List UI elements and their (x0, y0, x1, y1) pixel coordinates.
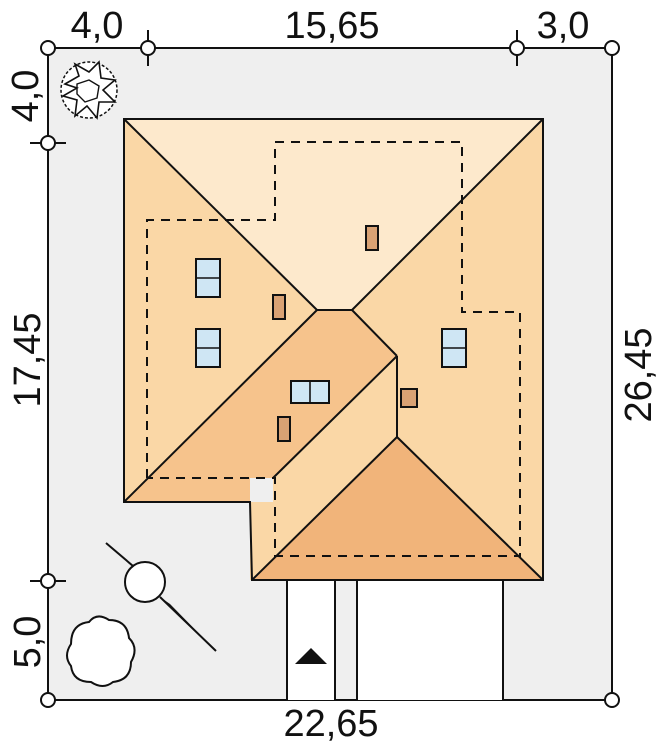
chimney (400, 388, 418, 408)
roof-face-wing-left (124, 310, 397, 502)
chimney (272, 294, 286, 320)
skylight-left-upper (195, 258, 221, 298)
roof-face-left (124, 119, 317, 502)
skylight-right (441, 328, 467, 368)
wall-outline (146, 141, 521, 557)
dimension-left-upper: 4,0 (5, 70, 47, 123)
driveway (286, 581, 504, 700)
entrance-arrow-icon (295, 648, 327, 664)
chimneys (272, 225, 418, 442)
chimney (365, 225, 379, 251)
dimension-left-middle: 17,45 (7, 312, 49, 407)
dimension-nodes (40, 40, 620, 708)
dimension-right-total: 26,45 (618, 327, 660, 422)
tree-icon (60, 60, 118, 120)
dimension-top-right: 3,0 (537, 5, 590, 47)
roof-face-bottom (252, 437, 543, 580)
roof-face-top (124, 119, 543, 310)
skylight-left-lower (195, 328, 221, 368)
north-arrow-icon (105, 542, 217, 652)
dimension-bottom-total: 22,65 (283, 703, 378, 745)
chimney (277, 416, 291, 442)
skylights (195, 258, 467, 404)
tree-icon (66, 615, 136, 687)
dimension-top-middle: 15,65 (284, 5, 379, 47)
dimension-top-left: 4,0 (71, 5, 124, 47)
dimension-left-lower: 5,0 (7, 616, 49, 669)
skylight-center (290, 380, 330, 404)
roof-face-wing-mid (250, 356, 397, 580)
